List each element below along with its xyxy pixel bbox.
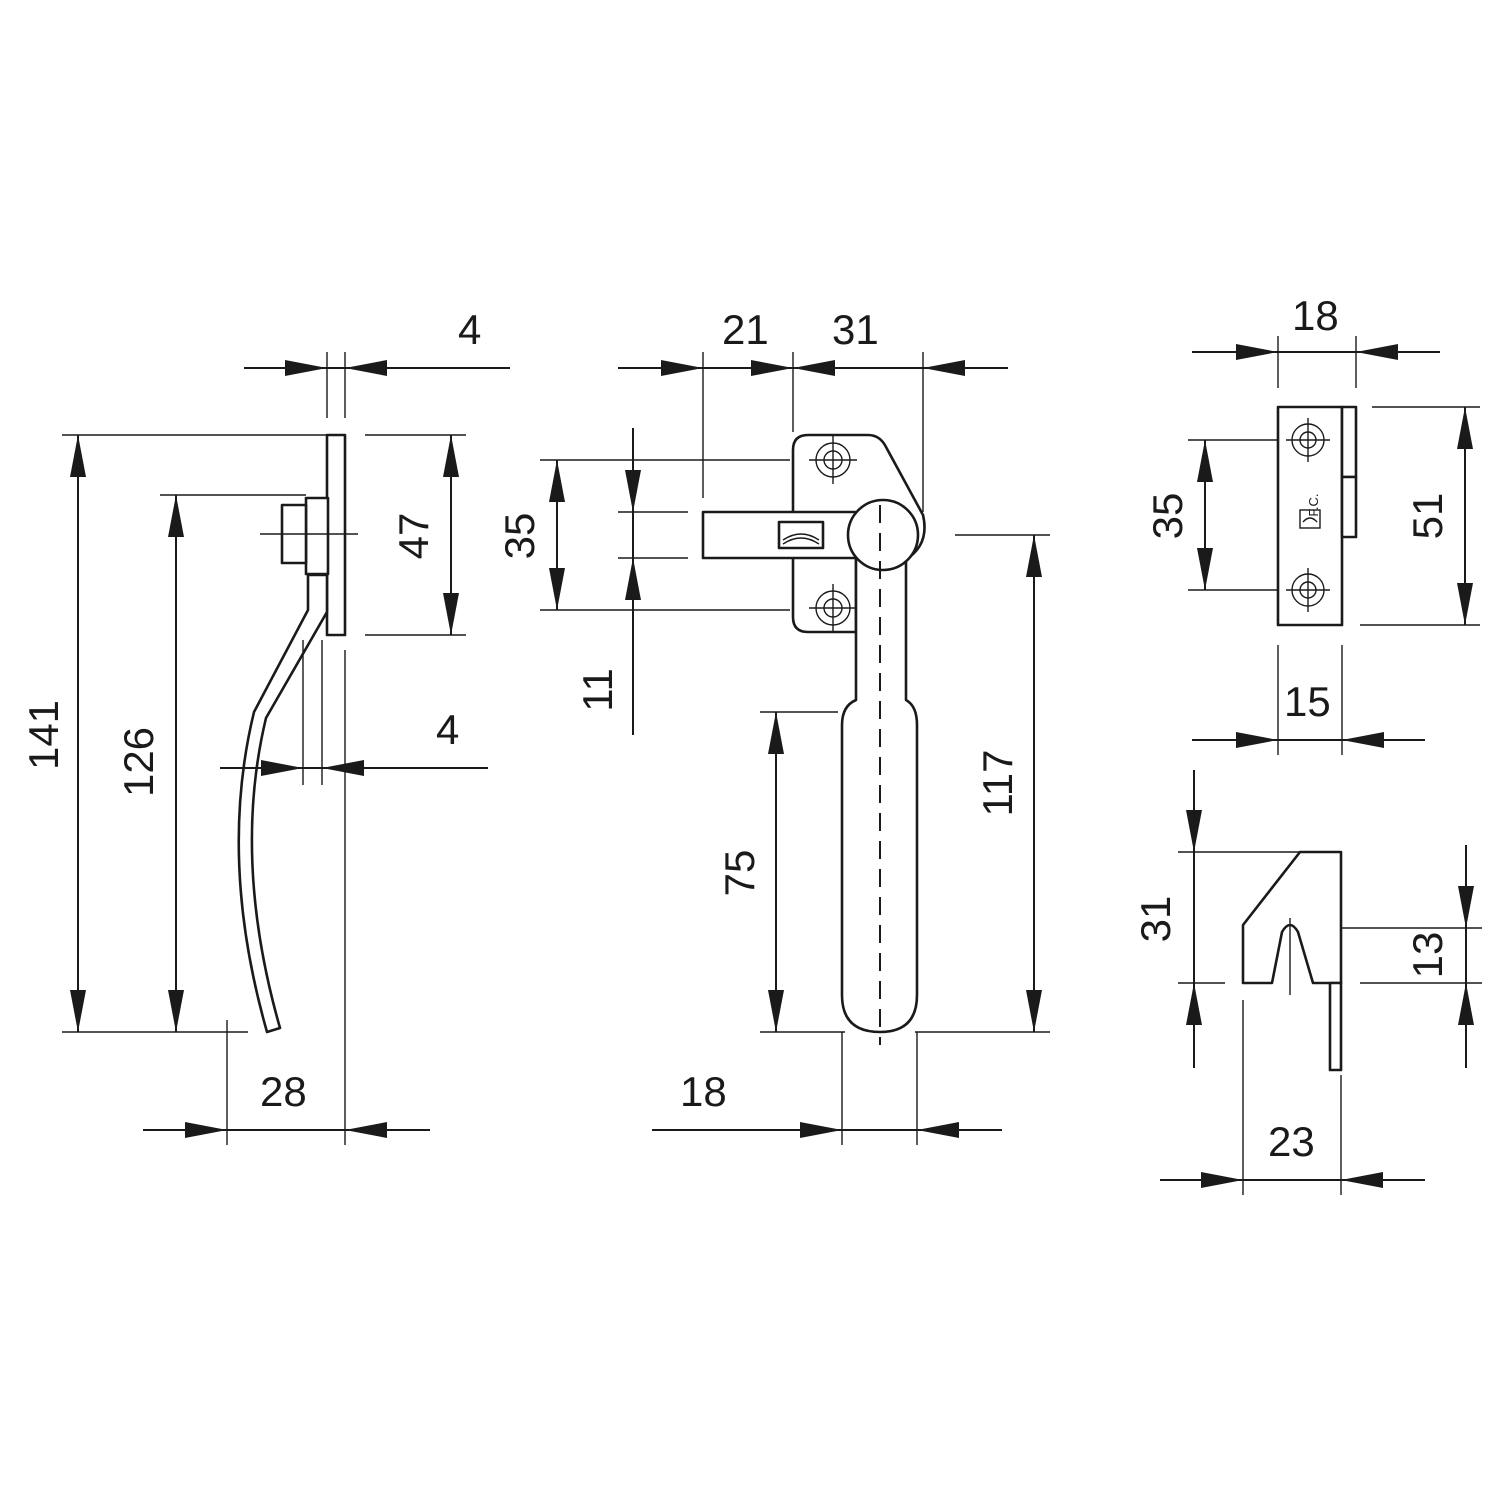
dim-grip-width: 18: [680, 1068, 727, 1115]
side-plate: [325, 433, 347, 637]
side-boss: [304, 496, 330, 576]
keeper-view: F.C. 18 35 51 15: [1144, 292, 1480, 755]
dim-projection: 28: [260, 1068, 307, 1115]
keeper-side-view: 31 13 23: [1132, 770, 1482, 1195]
dim-keeper-width: 18: [1292, 292, 1339, 339]
front-bolt-catch: [777, 520, 825, 550]
front-pivot: [846, 498, 920, 572]
front-screw-top: [809, 436, 857, 484]
front-view: 21 31 35 11 75 117 18: [496, 306, 1050, 1145]
dim-keeper-height: 51: [1404, 493, 1451, 540]
dim-grip-length: 75: [716, 850, 763, 897]
dim-keeper-side-width: 23: [1268, 1118, 1315, 1165]
dim-right-reach: 31: [832, 306, 879, 353]
dim-bolt-offset: 11: [574, 668, 621, 712]
dim-plate-height: 47: [390, 513, 437, 560]
keeper-screw-top: [1286, 418, 1330, 462]
keeper-side-body: [1241, 850, 1343, 985]
dim-keeper-catch-height: 13: [1404, 932, 1451, 979]
keeper-side-tab: [1328, 981, 1343, 1072]
keeper-logo-text: F.C.: [1306, 493, 1321, 516]
dim-offset: 4: [436, 706, 459, 753]
front-handle: [840, 533, 919, 1034]
dim-handle-height: 126: [115, 727, 162, 797]
keeper-lip-lower: [1340, 475, 1358, 539]
keeper-screw-bottom: [1286, 568, 1330, 612]
dim-hole-spacing: 35: [496, 513, 543, 560]
keeper-lip: [1340, 405, 1358, 479]
dim-keeper-hole-spacing: 35: [1144, 493, 1191, 540]
dim-handle-length: 117: [974, 750, 1021, 817]
dim-left-reach: 21: [722, 306, 769, 353]
dim-overall-height: 141: [20, 700, 67, 770]
side-handle: [237, 573, 329, 1034]
front-screw-bottom: [809, 584, 857, 632]
dim-keeper-depth: 15: [1284, 678, 1331, 725]
dim-keeper-side-height: 31: [1132, 896, 1179, 943]
side-view: 4 141 126 47 4 28: [20, 306, 510, 1145]
keeper-logo: F.C.: [1299, 493, 1321, 529]
dim-plate-thickness: 4: [458, 306, 481, 353]
